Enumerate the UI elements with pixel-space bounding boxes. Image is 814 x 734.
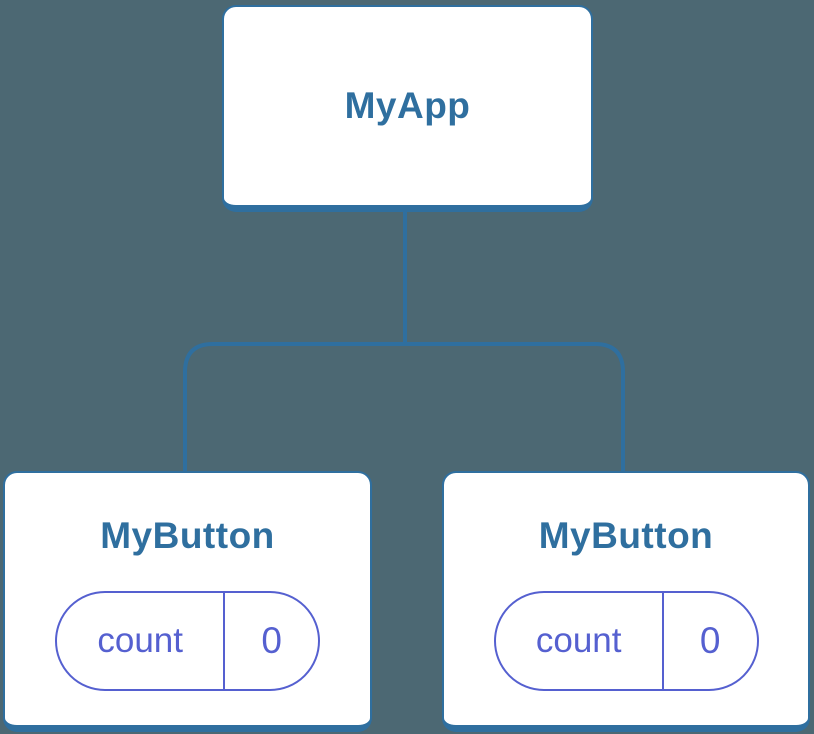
component-label: MyButton — [538, 515, 714, 556]
connector-bracket — [183, 342, 625, 474]
component-node-myapp: MyApp — [222, 5, 593, 212]
component-node-mybutton-right: MyButton count 0 — [442, 471, 810, 732]
state-pill: count 0 — [493, 591, 759, 691]
component-node-mybutton-left: MyButton count 0 — [3, 471, 372, 732]
state-name: count — [496, 593, 664, 689]
state-value: 0 — [261, 620, 282, 661]
state-pill: count 0 — [55, 591, 320, 691]
state-name: count — [57, 593, 226, 689]
component-label: MyButton — [100, 515, 275, 556]
component-label: MyApp — [344, 85, 471, 126]
state-value: 0 — [699, 620, 721, 661]
